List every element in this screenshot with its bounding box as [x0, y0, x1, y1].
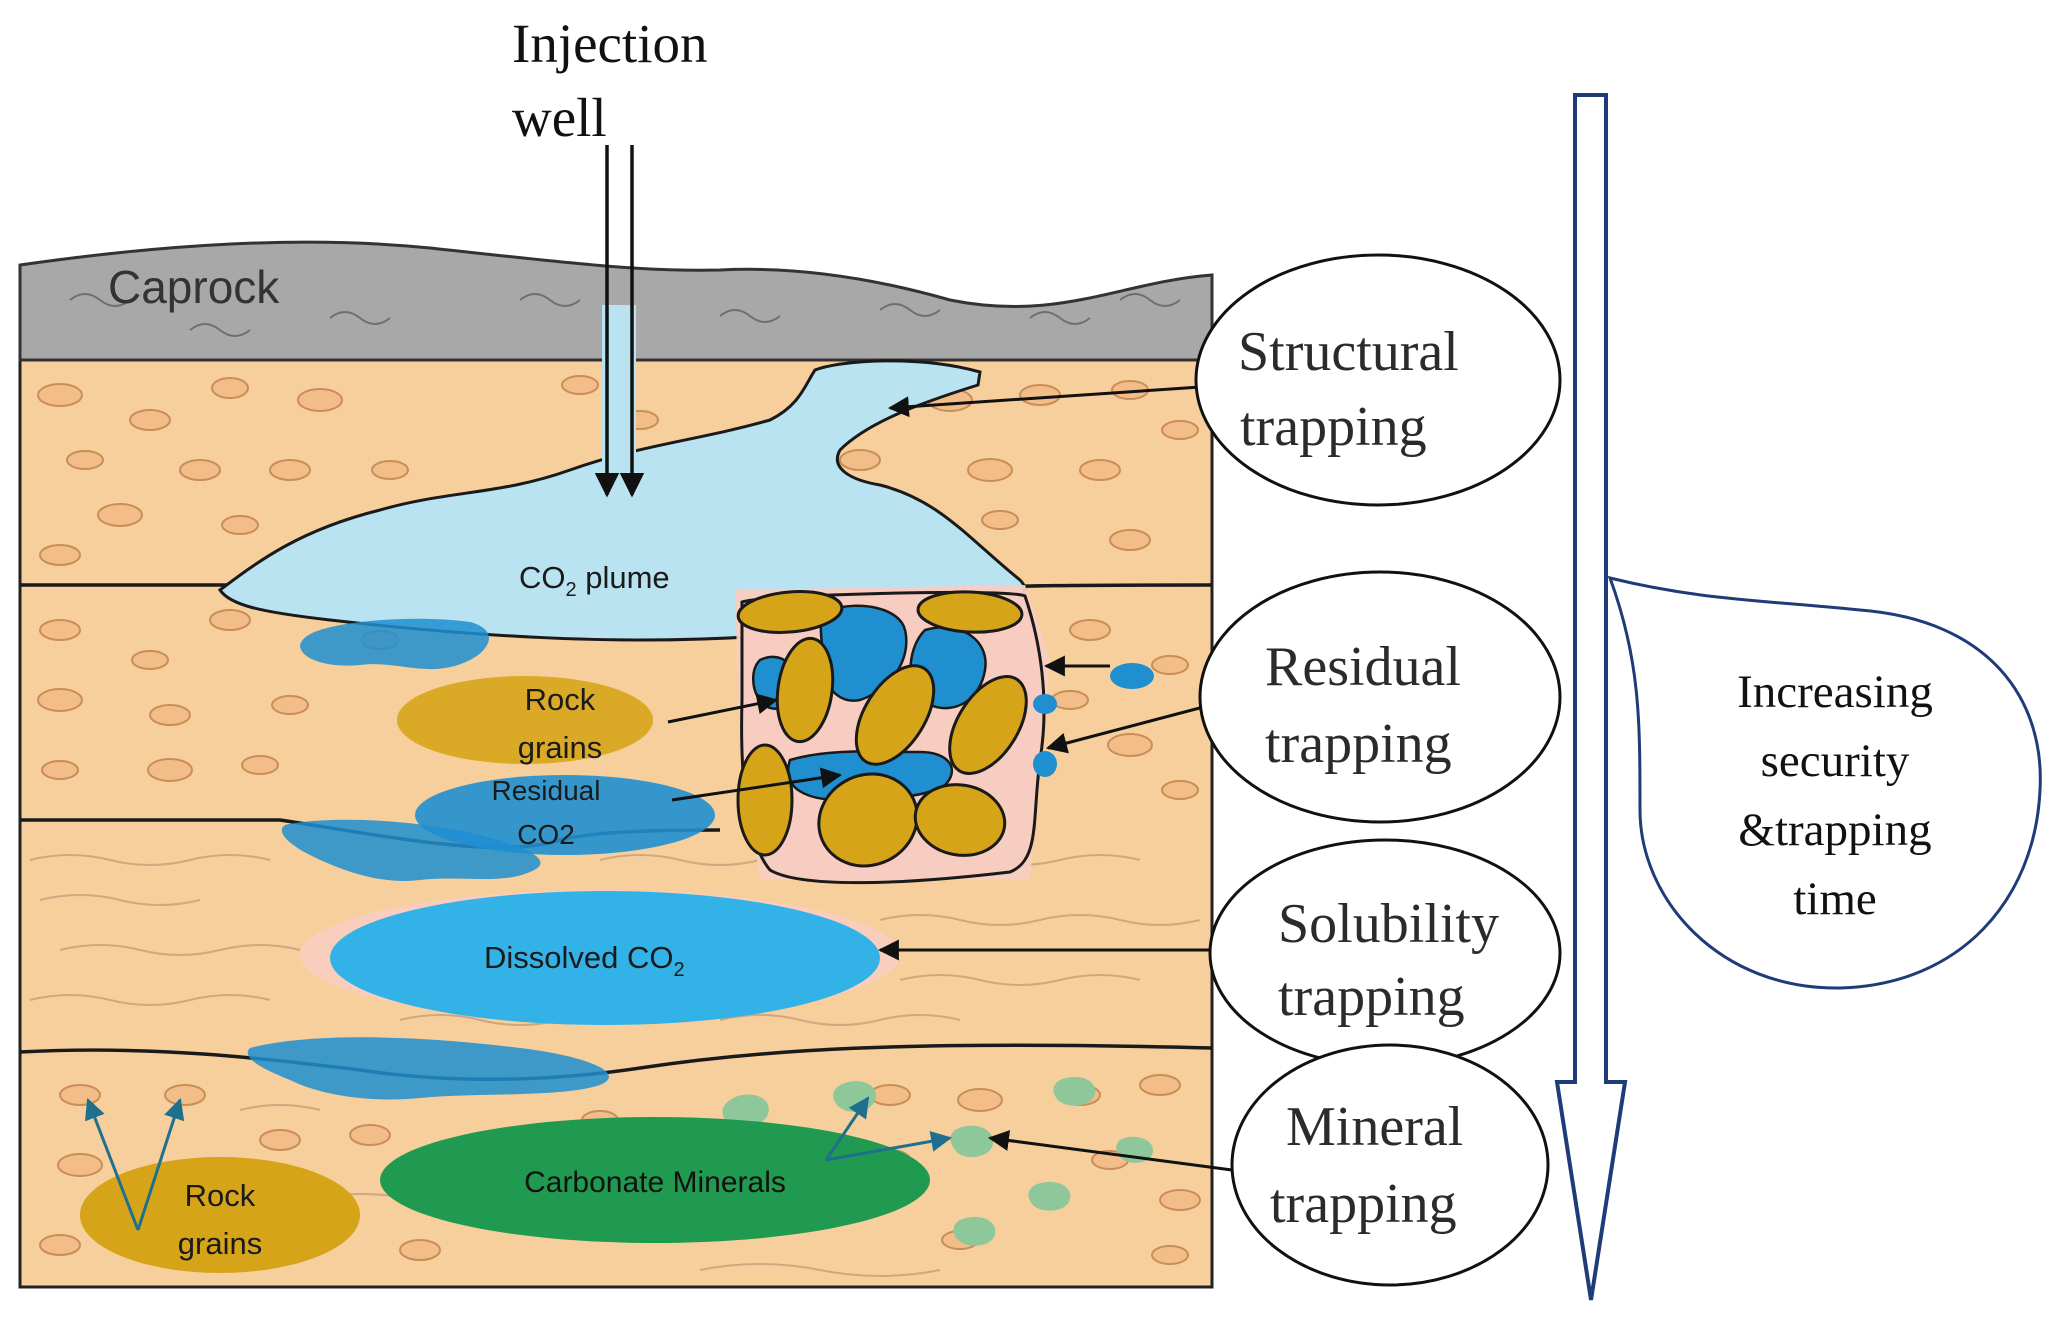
residual-droplets — [1033, 663, 1154, 777]
residual-blob-upper — [300, 618, 489, 670]
teal-arrows — [84, 1096, 953, 1231]
residual-blob-low — [247, 1037, 609, 1100]
mechanism-residual-line2: trapping — [1265, 713, 1452, 775]
carbonate-minerals-label: Carbonate Minerals — [524, 1166, 786, 1199]
caprock-texture — [69, 293, 1181, 337]
mechanism-mineral-line1: Mineral — [1286, 1096, 1463, 1158]
pore-scale-inset — [735, 585, 1050, 885]
caprock-layer — [18, 240, 1214, 362]
residual-co2-line1: Residual — [492, 775, 601, 806]
mechanism-residual: Residual trapping — [1198, 570, 1562, 824]
shale-texture — [29, 854, 1201, 1026]
rock-grains-oval-bottom — [80, 1157, 360, 1273]
injection-well — [594, 145, 645, 498]
mechanism-residual-line1: Residual — [1265, 636, 1461, 698]
mechanism-solubility-line1: Solubility — [1278, 893, 1499, 955]
callout-line1: Increasing — [1737, 666, 1933, 718]
rock-grains-top-line2: grains — [518, 730, 602, 765]
mechanism-solubility: Solubility trapping — [1208, 838, 1562, 1068]
rock-grains-top-line1: Rock — [525, 682, 596, 717]
mechanism-solubility-line2: trapping — [1278, 966, 1465, 1028]
residual-co2-oval — [415, 775, 715, 855]
mechanism-mineral-line2: trapping — [1270, 1173, 1457, 1235]
residual-co2-line2: CO2 — [517, 819, 575, 850]
mechanism-structural-line1: Structural — [1238, 321, 1459, 383]
rock-grains-bottom-line2: grains — [178, 1226, 262, 1261]
carbonate-minerals-oval — [380, 1117, 930, 1243]
injection-well-label-line2: well — [512, 87, 607, 148]
rock-grains-bottom-line1: Rock — [185, 1178, 256, 1213]
callout-line2: security — [1761, 735, 1910, 787]
dissolved-co2-oval — [330, 891, 880, 1025]
geologic-block — [18, 145, 1233, 1289]
increasing-arrow — [1554, 93, 1628, 1301]
callout-bubble — [1607, 575, 2042, 990]
co2-plume-label: CO2 plume — [519, 560, 670, 601]
co2-plume — [217, 359, 1027, 642]
mechanism-structural: Structural trapping — [1194, 253, 1562, 507]
callout-line3: &trapping — [1738, 804, 1931, 856]
mechanism-structural-line2: trapping — [1240, 396, 1427, 458]
rock-grains-oval-top — [397, 676, 653, 764]
mechanism-mineral: Mineral trapping — [1230, 1043, 1550, 1287]
injection-well-label-line1: Injection — [512, 13, 707, 74]
callout-line4: time — [1793, 873, 1877, 925]
dissolved-co2-label: Dissolved CO2 — [484, 940, 685, 981]
caprock-label: Caprock — [108, 261, 280, 313]
